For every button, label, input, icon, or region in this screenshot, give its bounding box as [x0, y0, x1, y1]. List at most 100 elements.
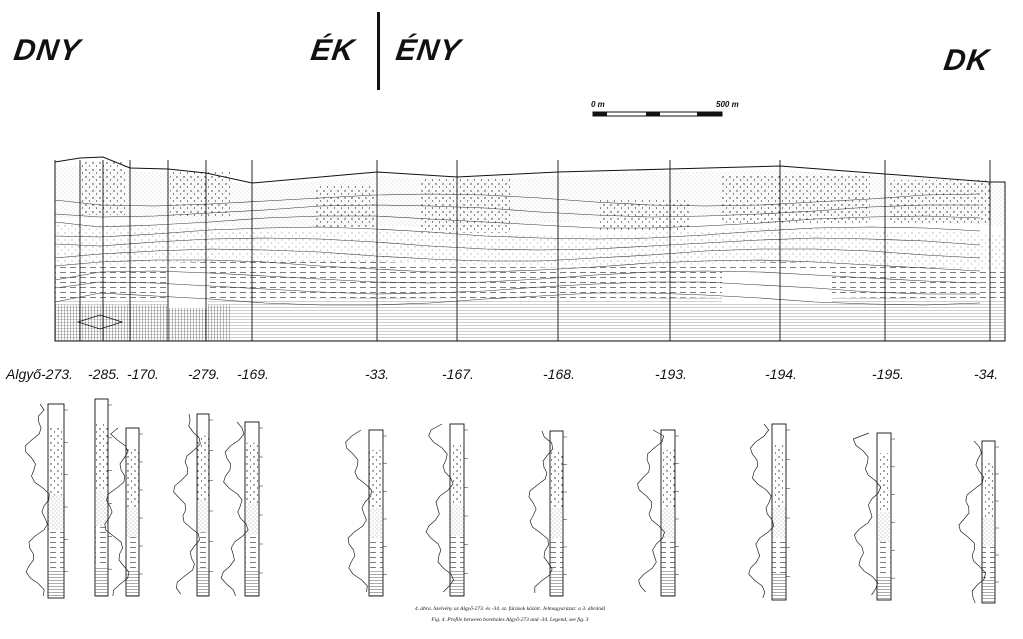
basement-block [55, 305, 230, 341]
sp-log-curve [345, 429, 372, 593]
well-label-193: -193. [655, 366, 687, 382]
well-label-33: -33. [365, 366, 390, 382]
sp-log-curve [528, 430, 554, 593]
sp-log-curve [425, 423, 455, 593]
log-silt-interval [772, 506, 786, 539]
log-sand-interval [245, 442, 259, 504]
lens-marker [76, 314, 124, 330]
log-sand-interval [982, 460, 995, 518]
log-sand-interval [95, 422, 108, 492]
log-marl-interval [369, 571, 383, 596]
log-clay-interval [661, 537, 675, 572]
log-sand-interval [877, 453, 891, 512]
log-marl-interval [661, 571, 675, 596]
log-clay-interval [126, 537, 139, 571]
sand-lens [170, 172, 230, 217]
figure-caption-en: Fig. 4. Profile between boreholes Algyő-… [431, 617, 589, 623]
bedding-line [54, 237, 981, 251]
sp-log-curve [173, 413, 201, 595]
sp-log-curve [852, 432, 882, 596]
log-silt-interval [95, 491, 108, 528]
log-marl-interval [126, 570, 139, 596]
log-clay-interval [550, 538, 563, 572]
log-marl-interval [48, 568, 64, 598]
sp-log-curve [958, 440, 986, 604]
sp-log-curve [637, 429, 665, 593]
blank-lens [722, 272, 832, 302]
log-marl-interval [245, 569, 259, 596]
log-marl-interval [877, 574, 891, 600]
well-label-194: -194. [765, 366, 797, 382]
log-marl-interval [450, 570, 464, 596]
well-label-279: -279. [188, 366, 220, 382]
bedding-line [54, 204, 980, 218]
well-label-34: -34. [974, 366, 999, 382]
log-clay-interval [772, 538, 786, 574]
sp-log-curve [748, 423, 775, 599]
log-sand-interval [369, 449, 383, 509]
log-silt-interval [982, 517, 995, 547]
log-silt-interval [369, 508, 383, 538]
log-marl-interval [95, 566, 108, 596]
well-label-169: -169. [237, 366, 269, 382]
log-clay-interval [95, 527, 108, 567]
log-silt-interval [245, 503, 259, 536]
scale-bar-segment [697, 112, 722, 116]
log-silt-interval [450, 504, 464, 536]
basal-strata [55, 296, 1005, 341]
log-marl-interval [197, 568, 209, 596]
log-clay-interval [197, 532, 209, 569]
log-marl-interval [982, 578, 995, 603]
bedding-line [54, 193, 981, 207]
bedding-line [54, 292, 981, 306]
log-marl-interval [772, 573, 786, 600]
bedding-line [54, 270, 981, 284]
log-marl-interval [550, 571, 563, 596]
sp-log-curve [24, 403, 50, 597]
bedding-line [54, 215, 981, 229]
scale-bar-segment [593, 112, 607, 116]
well-label-168: -168. [543, 366, 575, 382]
scale-start-label: 0 m [591, 100, 605, 109]
sand-lens [890, 180, 990, 225]
blank-lens [168, 268, 208, 308]
log-clay-interval [982, 546, 995, 579]
well-label-170: -170. [127, 366, 159, 382]
log-sand-interval [197, 435, 209, 500]
middle-sand-layer [55, 222, 1005, 270]
scale-bar-segment [646, 112, 660, 116]
bedding-line [54, 248, 981, 262]
log-clay-interval [450, 535, 464, 571]
well-label-167: -167. [442, 366, 474, 382]
bedding-line [54, 281, 980, 295]
sp-log-curve [104, 427, 130, 597]
log-silt-interval [877, 511, 891, 542]
log-clay-interval [48, 530, 64, 569]
log-sand-interval [450, 444, 464, 505]
sp-log-curve [220, 421, 249, 597]
bedding-line [54, 259, 981, 273]
log-sand-interval [550, 450, 563, 509]
log-sand-interval [48, 427, 64, 496]
log-sand-interval [126, 448, 139, 507]
bedding-line [54, 226, 981, 240]
log-clay-interval [877, 541, 891, 575]
section-divider [377, 12, 380, 90]
well-label-285: -285. [88, 366, 120, 382]
log-sand-interval [661, 449, 675, 509]
log-clay-interval [369, 537, 383, 572]
scale-end-label: 500 m [716, 100, 739, 109]
log-silt-interval [48, 495, 64, 531]
sand-lens [720, 175, 870, 225]
log-silt-interval [126, 506, 139, 538]
well-label-195: -195. [872, 366, 904, 382]
sand-lens [80, 160, 125, 215]
log-clay-interval [245, 535, 259, 570]
log-silt-interval [661, 508, 675, 538]
well-label-algyo-273: Algyő-273. [6, 366, 73, 382]
log-silt-interval [197, 499, 209, 533]
figure-caption-hu: 4. ábra. Szelvény az Algyő-273. és -34. … [414, 606, 606, 612]
log-sand-interval [772, 445, 786, 507]
log-silt-interval [550, 508, 563, 539]
